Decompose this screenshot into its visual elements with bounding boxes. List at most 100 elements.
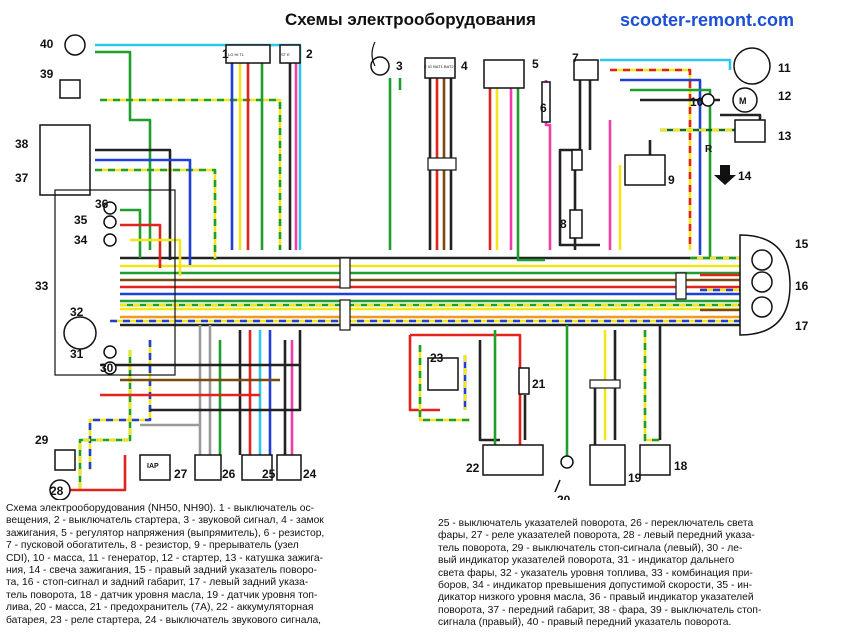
starter-relay <box>427 357 459 391</box>
components <box>39 34 791 500</box>
legend-line: зажигания, 5 - регулятор напряжения (вып… <box>6 527 325 539</box>
wire-black <box>558 80 600 247</box>
component-label: 28 <box>50 484 64 498</box>
component-label: 1 <box>222 47 229 61</box>
component-label: 25 <box>262 467 276 481</box>
component-label: 40 <box>40 37 54 51</box>
component-label: 32 <box>70 305 84 319</box>
resistor <box>569 209 583 239</box>
fuse <box>518 367 530 395</box>
component-label: 13 <box>778 129 792 143</box>
legend-line: CDI), 10 - масса, 11 - генератор, 12 - с… <box>6 552 324 564</box>
wire-green <box>100 98 282 250</box>
component-label: 18 <box>674 459 688 473</box>
legend-line: вещения, 2 - выключатель стартера, 3 - з… <box>6 515 324 527</box>
component-label: 11 <box>778 61 791 75</box>
wire-green <box>95 50 152 250</box>
connector <box>339 257 351 289</box>
wire-blue <box>620 78 702 255</box>
component-label: 29 <box>35 433 49 447</box>
legend-line: вый индикатор указателей поворота, 31 - … <box>438 555 735 567</box>
component-label: 3 <box>396 59 403 73</box>
wire-black <box>95 148 172 260</box>
bulb-icon <box>751 296 773 318</box>
brake-switch-left <box>54 449 76 471</box>
legend-line: сигнала (правый), 40 - правый передний у… <box>438 617 732 629</box>
indicator-bulb-icon <box>103 233 117 247</box>
legend-line: ния, 14 - свеча зажигания, 15 - правый з… <box>6 565 318 577</box>
component-label: 6 <box>540 101 547 115</box>
battery <box>482 444 544 476</box>
horn-icon <box>370 56 390 76</box>
component-label: 39 <box>40 67 54 81</box>
indicator-bulb-icon <box>103 215 117 229</box>
component-label: IAP <box>147 463 159 470</box>
turn-signal-left-front-icon <box>49 479 71 500</box>
diagram-title: Схемы электрооборудования <box>285 10 536 29</box>
fuel-gauge-icon <box>63 316 97 350</box>
wire-green <box>418 345 470 422</box>
voltage-regulator <box>483 59 525 89</box>
component-label: 12 <box>778 89 792 103</box>
bulb-icon <box>751 249 773 271</box>
legend-line: 25 - выключатель указателей поворота, 26… <box>438 518 754 529</box>
component-label: 10 <box>690 95 704 109</box>
resistor <box>541 81 551 123</box>
component-label: 21 <box>532 377 546 391</box>
component-label: 15 <box>795 237 809 251</box>
legend-line: батарея, 23 - реле стартера, 24 - выключ… <box>6 614 322 626</box>
connector <box>339 299 351 331</box>
wire-blue <box>95 158 192 265</box>
wire-black <box>150 330 302 412</box>
site-url[interactable]: scooter-remont.com <box>620 10 795 30</box>
wire-green <box>630 88 712 258</box>
turn-switch <box>241 454 273 481</box>
component-label: M <box>739 96 747 106</box>
ground-icon <box>560 455 574 469</box>
component-label: 5 <box>532 57 539 71</box>
component-label: 17 <box>795 319 809 333</box>
legend-left: Схема электрооборудования (NH50, NH90). … <box>6 503 421 627</box>
component-label: 7 <box>572 51 579 65</box>
component-label: E IG BAT1 BAT2 <box>424 64 454 69</box>
wire-lightblue <box>95 43 302 250</box>
wire-blue <box>88 340 152 470</box>
spark-plug-icon <box>714 165 736 185</box>
component-label: 31 <box>70 347 84 361</box>
wire-yellow <box>643 330 660 442</box>
instrument-cluster <box>54 189 176 376</box>
wire-red <box>610 68 692 250</box>
component-label: 9 <box>668 173 675 187</box>
fuel-sensor <box>589 444 626 486</box>
component-label: 8 <box>560 217 567 231</box>
legend-line: 7 - пусковой обогатитель, 8 - резистор, … <box>6 540 299 552</box>
component-label: 16 <box>795 279 809 293</box>
legend-line: тель поворота, 29 - выключатель стоп-сиг… <box>438 542 743 554</box>
component-label: 27 <box>174 467 188 481</box>
legend-line: Схема электрооборудования (NH50, NH90). … <box>6 503 315 514</box>
component-label: 2 <box>306 47 313 61</box>
component-label: 38 <box>15 137 29 151</box>
component-label: 26 <box>222 467 236 481</box>
ignition-coil <box>734 119 766 143</box>
component-label: 37 <box>15 171 29 185</box>
wire-black <box>478 340 500 442</box>
legend-line: та, 16 - стоп-сигнал и задний габарит, 1… <box>6 577 309 589</box>
headlight <box>39 124 91 196</box>
component-label: 23 <box>430 351 444 365</box>
component-label: 22 <box>466 461 480 475</box>
ignition-key <box>424 57 456 79</box>
wire-red <box>408 335 440 412</box>
oil-sensor <box>639 444 671 476</box>
wire-green <box>95 168 217 260</box>
wire-red <box>410 333 522 445</box>
component-label: 19 <box>628 471 642 485</box>
legend-line: тель поворота, 18 - датчик уровня масла,… <box>6 589 318 601</box>
starter-motor-icon <box>732 87 758 113</box>
indicator-bulb-icon <box>103 361 117 375</box>
component-label: LO HI TL <box>228 52 245 57</box>
legend-line: боров, 34 - индикатор превышения допусти… <box>438 580 753 592</box>
choke <box>573 59 599 81</box>
legend-line: фары, 27 - реле указателей поворота, 28 … <box>438 530 755 542</box>
